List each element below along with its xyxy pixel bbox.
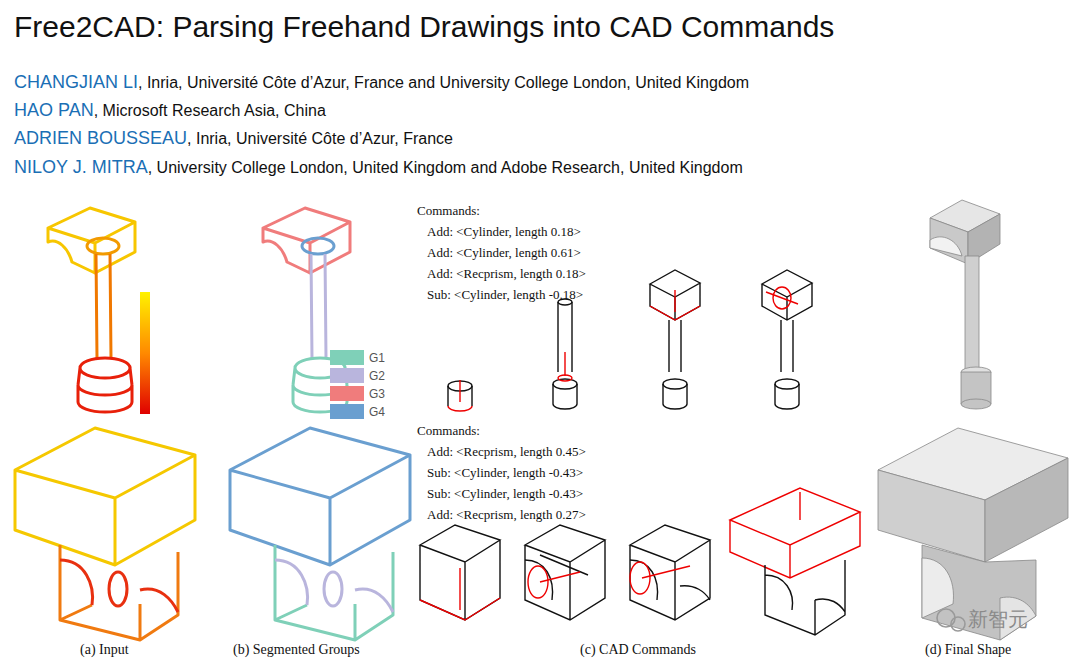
legend-swatch [330,350,364,365]
command-line: Add: <Cylinder, length 0.61> [417,242,586,263]
author-affiliation: , Inria, Université Côte d’Azur, France [187,130,453,147]
legend-entry: G2 [330,368,385,383]
legend-label: G1 [369,351,385,365]
author-affiliation: , University College London, United King… [148,159,743,176]
legend-swatch [330,368,364,383]
subfigure-caption: (c) CAD Commands [580,642,696,658]
author-name: CHANGJIAN LI [14,72,138,92]
command-line: Add: <Recprism, length 0.45> [417,441,586,462]
legend-entry: G1 [330,350,385,365]
author-line: ADRIEN BOUSSEAU, Inria, Université Côte … [14,128,453,149]
legend-entry: G4 [330,404,385,419]
subfigure-caption: (d) Final Shape [925,642,1011,658]
command-line: Add: <Recprism, length 0.27> [417,504,586,525]
author-name: ADRIEN BOUSSEAU [14,128,187,148]
legend-swatch [330,404,364,419]
subfigure-caption: (b) Segmented Groups [233,642,360,658]
command-line: Sub: <Cylinder, length -0.18> [417,284,586,305]
paper-title: Free2CAD: Parsing Freehand Drawings into… [14,10,834,44]
legend-swatch [330,386,364,401]
command-list: Commands: Add: <Cylinder, length 0.18> A… [417,200,586,305]
legend-label: G2 [369,369,385,383]
author-line: HAO PAN, Microsoft Research Asia, China [14,100,326,121]
author-line: NILOY J. MITRA, University College Londo… [14,157,743,178]
legend-label: G3 [369,387,385,401]
watermark: 新智元 [968,606,1028,633]
command-line: Sub: <Cylinder, length -0.43> [417,462,586,483]
subfigure-caption: (a) Input [80,642,129,658]
author-line: CHANGJIAN LI, Inria, Université Côte d’A… [14,72,749,93]
author-affiliation: , Microsoft Research Asia, China [94,102,326,119]
legend-entry: G3 [330,386,385,401]
command-line: Add: <Recprism, length 0.18> [417,263,586,284]
command-line: Sub: <Cylinder, length -0.43> [417,483,586,504]
legend-label: G4 [369,405,385,419]
author-affiliation: , Inria, Université Côte d’Azur, France … [138,74,749,91]
command-heading: Commands: [417,420,586,441]
author-name: HAO PAN [14,100,94,120]
command-list: Commands: Add: <Recprism, length 0.45> S… [417,420,586,525]
command-line: Add: <Cylinder, length 0.18> [417,221,586,242]
command-heading: Commands: [417,200,586,221]
author-name: NILOY J. MITRA [14,157,148,177]
